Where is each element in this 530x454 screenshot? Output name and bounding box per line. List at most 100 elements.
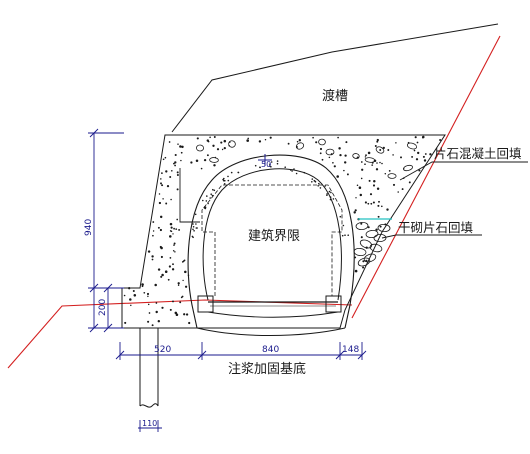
dry-rubble-pebble [355,221,369,231]
stipple-dot [151,324,154,327]
stipple-dot [371,164,374,166]
stipple-dot [185,313,189,316]
stipple-dot [330,153,333,156]
stipple-dot [395,142,397,144]
lining-dot [344,234,346,236]
stipple-dot [296,140,299,143]
lining-dot [311,178,314,180]
stipple-dot [333,165,336,168]
lining-dot [211,194,214,197]
invert-inner [207,311,339,318]
dry-rubble-pebble [373,233,387,243]
dim-horizontal [115,342,367,432]
stipple-dot [365,154,367,157]
stipple-dot [258,140,262,143]
lining-dot [276,162,279,165]
dim-940: 940 [84,219,94,236]
stipple-dot [182,260,185,262]
rubble-stone [352,153,360,159]
lining-dot [191,235,194,238]
stipple-dot [364,156,367,158]
lining-dot [223,183,226,185]
leader-dry-rubble [381,234,482,239]
stipple-dot [177,284,180,286]
stipple-dot [160,255,163,259]
stipple-dot [379,225,382,228]
stipple-dot [319,152,322,155]
dry-rubble-pebble [365,229,379,239]
dry-rubble-pebble [353,247,367,257]
stipple-dot [209,136,211,139]
stipple-dot [356,184,359,187]
lining-dot [222,178,224,181]
label-rubble-concrete: 片石混凝土回填 [434,146,522,161]
stipple-dot [184,285,188,288]
stipple-dot [321,158,324,161]
stipple-dot [367,151,371,155]
stipple-dot [170,169,173,172]
lining-dot [227,175,229,178]
stipple-dot [359,193,363,197]
stipple-dot [162,158,165,161]
label-dry-rubble: 干砌片石回填 [398,220,473,235]
rubble-stone [364,157,376,163]
invert-outer [196,327,346,336]
stipple-dot [206,139,209,142]
stipple-dot [346,173,349,176]
stipple-dot [355,197,357,199]
pile-break [139,403,159,408]
stipple-dot [373,179,376,183]
stipple-dot [373,159,377,163]
stipple-dot [206,154,209,157]
stipple-dot [159,228,162,232]
stipple-dot [379,161,381,164]
stipple-dot [376,187,380,190]
stipple-dot [212,144,215,147]
stipple-dot [365,259,368,262]
lining-dot [289,169,292,171]
stipple-dot [378,200,380,203]
stipple-dot [374,145,377,147]
stipple-dot [158,193,161,195]
stipple-dot [367,226,370,229]
stipple-dot [172,263,174,266]
stipple-dot [178,228,181,231]
stipple-dot [417,151,420,155]
stipple-dot [148,312,151,314]
stipple-dot [147,320,150,323]
stipple-dot [375,168,379,171]
stipple-dot [173,244,175,246]
stipple-dot [369,193,373,196]
rubble-stones [196,138,418,179]
stipple-dot [176,173,179,177]
stipple-dot [379,149,382,151]
stipple-dot [246,139,249,142]
stipple-dot [376,162,378,164]
stipple-dot [176,171,179,174]
stipple-dot [344,154,347,157]
lining-dot [212,188,214,191]
stipple-dot [424,153,427,155]
lining-dot [332,198,335,200]
lining-dot [193,230,195,232]
lining-dot [195,223,197,225]
stipple-dot [168,265,172,268]
lining-dot [284,166,287,168]
stipple-dot [411,155,414,158]
dim-vertical [88,128,124,333]
stipple-dot [179,301,182,304]
stipple-dot [161,184,164,187]
stipple-dot [384,223,387,226]
stipple-dot [174,311,178,315]
stipple-dot [176,188,179,191]
stipple-dot [174,251,176,253]
stipple-dot [188,321,191,325]
stipple-dot [173,162,175,165]
stipple-dot [160,178,162,180]
stipple-dot [177,143,179,145]
stipple-dot [370,202,373,205]
stipple-dot [147,303,150,306]
lining-dot [319,187,322,189]
stipple-dot [196,137,199,140]
stipple-dot [360,177,363,180]
